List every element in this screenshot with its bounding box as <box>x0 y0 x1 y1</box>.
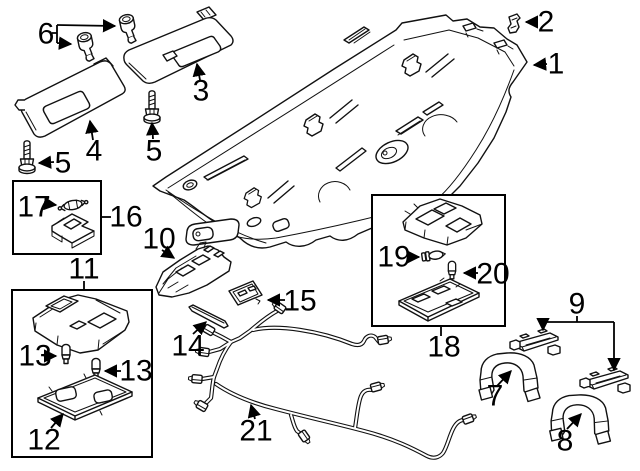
callout-16-courtesy-lamp[interactable]: 16 <box>109 201 142 234</box>
callout-13-bulb[interactable]: 13 <box>18 340 51 373</box>
screw <box>143 90 161 125</box>
lamp-housing <box>51 213 95 249</box>
sun-visor-right <box>123 6 234 84</box>
callout-8-grab-handle[interactable]: 8 <box>557 425 574 458</box>
callout-13-bulb[interactable]: 13 <box>119 355 152 388</box>
callout-19-bulb[interactable]: 19 <box>377 241 410 274</box>
callout-15-switch-panel[interactable]: 15 <box>283 285 316 318</box>
switch-panel <box>228 280 263 306</box>
callout-6-visor-support-clips[interactable]: 6 <box>38 18 55 51</box>
callout-1-headliner-panel[interactable]: 1 <box>548 48 565 81</box>
courtesy-lamp-group <box>12 180 102 255</box>
callout-11-overhead-console-assembly[interactable]: 11 <box>68 253 99 286</box>
grab-handle-bracket <box>579 366 631 394</box>
visor-clip <box>117 12 139 46</box>
headliner-clip <box>507 13 521 34</box>
visor-clip <box>75 30 97 64</box>
map-lamp-group <box>371 194 506 327</box>
callout-3-sun-visor-right[interactable]: 3 <box>193 75 210 108</box>
festoon-bulb <box>57 199 89 212</box>
callout-10-overhead-console-bracket[interactable]: 10 <box>142 223 175 256</box>
harness-connector <box>376 333 393 346</box>
callout-2-retainer-clip[interactable]: 2 <box>538 6 555 39</box>
callout-20-bulb[interactable]: 20 <box>476 258 509 291</box>
harness-connector <box>461 411 479 426</box>
overhead-console <box>32 294 130 354</box>
callout-5-visor-screw[interactable]: 5 <box>146 135 163 168</box>
callout-9-grab-handle-brackets[interactable]: 9 <box>569 288 586 321</box>
harness-connector <box>297 428 313 446</box>
trim-strip <box>188 304 229 329</box>
callout-14-trim-strip[interactable]: 14 <box>171 330 204 363</box>
bulb <box>420 250 446 262</box>
callout-17-festoon-bulb[interactable]: 17 <box>17 191 50 224</box>
callout-12-dome-lamp-base[interactable]: 12 <box>27 424 60 457</box>
dome-lamp-base <box>37 373 133 421</box>
callout-21-roof-wiring-harness[interactable]: 21 <box>239 415 272 448</box>
callout-5-visor-screw[interactable]: 5 <box>55 147 72 180</box>
callout-18-map-lamp-assembly[interactable]: 18 <box>427 331 460 364</box>
harness-connector <box>187 373 204 385</box>
callout-7-grab-handle[interactable]: 7 <box>487 380 504 413</box>
harness-connector <box>369 380 386 393</box>
screw <box>18 140 36 175</box>
grab-handle-bracket <box>509 328 561 356</box>
map-lamp-housing <box>402 198 483 246</box>
overhead-console-bracket <box>155 241 232 298</box>
sun-visor-left <box>14 57 126 138</box>
callout-leaders <box>37 15 621 430</box>
headliner-panel <box>152 14 528 249</box>
map-lamp-lens <box>398 277 480 322</box>
overhead-console-group <box>11 289 153 458</box>
callout-4-sun-visor-left[interactable]: 4 <box>86 135 103 168</box>
